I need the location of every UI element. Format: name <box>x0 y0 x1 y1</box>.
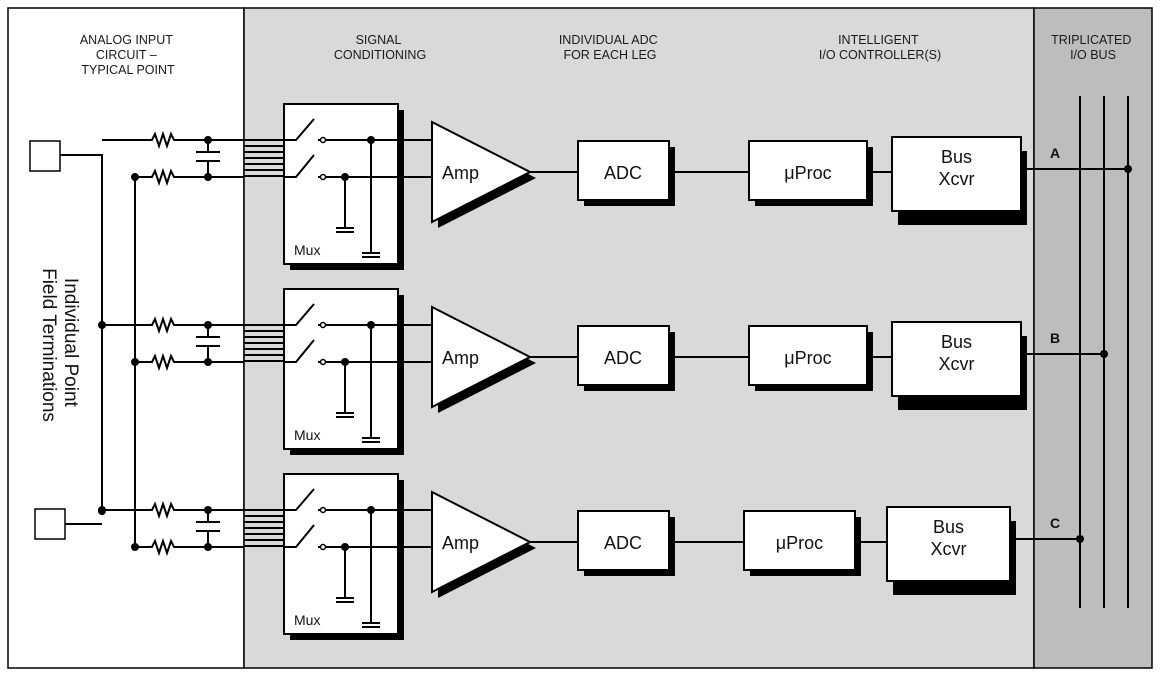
field-wire-top <box>60 154 103 511</box>
bus-tap-junction <box>1100 350 1108 358</box>
input-wire-low <box>135 167 244 187</box>
mux-to-amp <box>345 509 432 548</box>
cap-junction-low <box>204 173 212 181</box>
filter-capacitor <box>196 510 220 547</box>
header-signal-conditioning: SIGNAL CONDITIONING <box>334 33 426 62</box>
switch-contact <box>319 358 327 366</box>
bus-label: A <box>1050 145 1060 161</box>
input-bundle <box>244 509 284 547</box>
return-junction <box>131 543 139 551</box>
mux-label: Mux <box>294 427 320 443</box>
amplifier-triangle <box>431 490 533 594</box>
input-wire-low <box>135 537 244 557</box>
mux-to-amp <box>345 139 432 178</box>
bus-label: B <box>1050 330 1060 346</box>
amplifier-triangle <box>431 305 533 409</box>
mux-box <box>283 473 399 635</box>
amp-label: Amp <box>442 533 479 553</box>
mux-switches <box>284 118 371 178</box>
mux-label: Mux <box>294 612 320 628</box>
input-bundle <box>244 324 284 362</box>
filter-capacitor <box>196 140 220 177</box>
cap-junction-high <box>204 321 212 329</box>
bus-tap-junction <box>1076 535 1084 543</box>
field-junction <box>98 321 106 329</box>
input-bundle <box>244 139 284 177</box>
bus-transceiver-box <box>886 506 1011 582</box>
adc-label: ADC <box>604 163 642 183</box>
switch-contact <box>319 173 327 181</box>
field-junction-bottom <box>98 507 106 515</box>
bus-tap-junction <box>1124 165 1132 173</box>
bus-transceiver-box <box>891 136 1022 212</box>
mux-to-amp <box>345 324 432 363</box>
mux-switches <box>284 488 371 548</box>
io-bus-panel <box>1033 7 1153 669</box>
input-wire-high <box>102 500 244 520</box>
microprocessor-box <box>748 325 868 386</box>
header-individual-adc: INDIVIDUAL ADC FOR EACH LEG <box>559 33 661 62</box>
switch-contact <box>319 136 327 144</box>
amp-label: Amp <box>442 348 479 368</box>
header-analog-input: ANALOG INPUT CIRCUIT – TYPICAL POINT <box>80 33 176 77</box>
switch-contact <box>319 506 327 514</box>
microprocessor-box <box>748 140 868 201</box>
field-terminal-top <box>29 140 61 172</box>
cap-junction-low <box>204 358 212 366</box>
header-io-bus: TRIPLICATED I/O BUS <box>1051 33 1135 62</box>
bus-transceiver-box <box>891 321 1022 397</box>
adc-box <box>577 140 670 201</box>
adc-label: ADC <box>604 348 642 368</box>
header-io-controller: INTELLIGENT I/O CONTROLLER(S) <box>819 33 941 62</box>
filter-capacitor <box>196 325 220 362</box>
bus-label: C <box>1050 515 1060 531</box>
microprocessor-label: μProc <box>784 348 831 368</box>
field-terminal-bottom <box>34 508 66 540</box>
switch-contact <box>319 543 327 551</box>
adc-label: ADC <box>604 533 642 553</box>
input-wire-high <box>102 315 244 335</box>
mux-switches <box>284 303 371 363</box>
switch-contact <box>319 321 327 329</box>
adc-box <box>577 510 670 571</box>
mux-ground-lines <box>336 510 380 628</box>
field-terminations-label: Individual Point Field Terminations <box>38 268 81 422</box>
input-wire-low <box>135 352 244 372</box>
mux-box <box>283 288 399 450</box>
microprocessor-label: μProc <box>784 163 831 183</box>
adc-box <box>577 325 670 386</box>
mux-ground-lines <box>336 325 380 443</box>
input-wire-high <box>102 130 244 150</box>
cap-junction-high <box>204 506 212 514</box>
mux-box <box>283 103 399 265</box>
microprocessor-box <box>743 510 856 571</box>
return-junction <box>131 173 139 181</box>
mux-ground-lines <box>336 140 380 258</box>
cap-junction-high <box>204 136 212 144</box>
microprocessor-label: μProc <box>776 533 823 553</box>
mux-label: Mux <box>294 242 320 258</box>
return-junction <box>131 358 139 366</box>
amplifier-triangle <box>431 120 533 224</box>
cap-junction-low <box>204 543 212 551</box>
amp-label: Amp <box>442 163 479 183</box>
